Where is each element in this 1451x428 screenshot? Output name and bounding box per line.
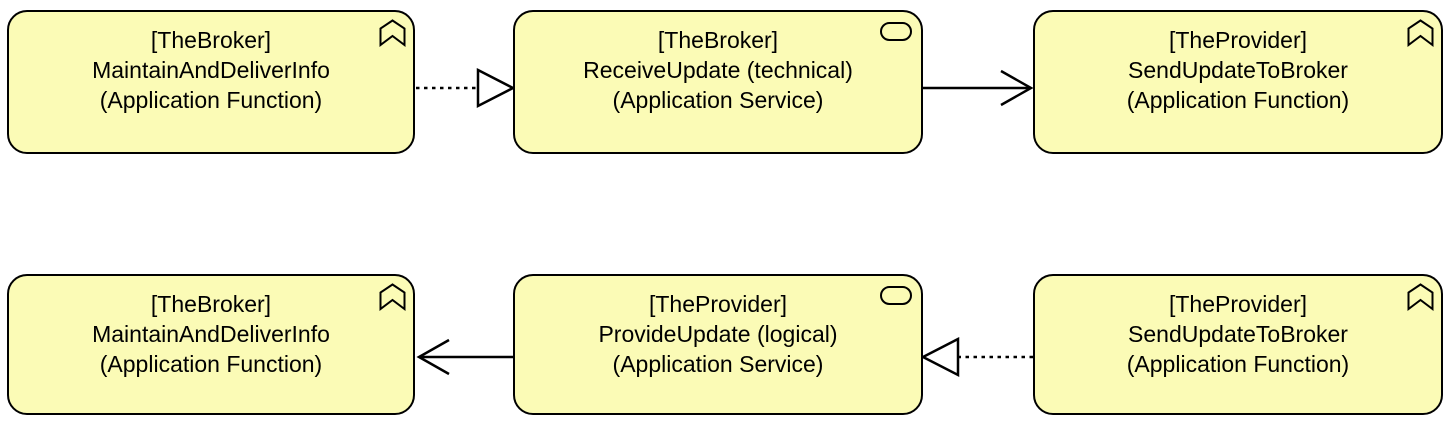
node-label-line: [TheProvider]: [1168, 27, 1308, 53]
application-service-icon: [878, 286, 912, 314]
node-label-line: (Application Service): [612, 351, 824, 377]
node-label-line: (Application Function): [99, 87, 323, 113]
node-label-line: MaintainAndDeliverInfo: [92, 57, 330, 83]
node-label-line: [TheProvider]: [1168, 291, 1308, 317]
node-maintain-and-deliver-info-bottom[interactable]: [TheBroker] MaintainAndDeliverInfo (Appl…: [7, 274, 415, 415]
node-label-line: ReceiveUpdate (technical): [583, 57, 853, 83]
realization-arrow-send-to-provide[interactable]: [920, 336, 1033, 378]
node-label-line: [TheBroker]: [150, 27, 272, 53]
node-label-line: (Application Function): [1126, 87, 1350, 113]
node-send-update-to-broker-top[interactable]: [TheProvider] SendUpdateToBroker (Applic…: [1033, 10, 1443, 154]
node-receive-update-technical[interactable]: [TheBroker] ReceiveUpdate (technical) (A…: [513, 10, 923, 154]
realization-arrow-maintain-to-receive[interactable]: [416, 67, 516, 109]
application-function-icon: [372, 19, 406, 47]
node-label-line: SendUpdateToBroker: [1128, 321, 1348, 347]
node-label-line: [TheProvider]: [648, 291, 788, 317]
node-label-line: (Application Function): [1126, 351, 1350, 377]
serving-arrow-provide-to-maintain[interactable]: [416, 338, 513, 376]
node-label-line: SendUpdateToBroker: [1128, 57, 1348, 83]
node-maintain-and-deliver-info-top[interactable]: [TheBroker] MaintainAndDeliverInfo (Appl…: [7, 10, 415, 154]
node-send-update-to-broker-bottom[interactable]: [TheProvider] SendUpdateToBroker (Applic…: [1033, 274, 1443, 415]
application-function-icon: [1400, 283, 1434, 311]
node-provide-update-logical[interactable]: [TheProvider] ProvideUpdate (logical) (A…: [513, 274, 923, 415]
node-label-line: ProvideUpdate (logical): [598, 321, 838, 347]
node-label-line: MaintainAndDeliverInfo: [92, 321, 330, 347]
node-label-line: (Application Function): [99, 351, 323, 377]
node-label-line: [TheBroker]: [150, 291, 272, 317]
application-service-icon: [878, 22, 912, 50]
application-function-icon: [1400, 19, 1434, 47]
node-label-line: (Application Service): [612, 87, 824, 113]
node-label-line: [TheBroker]: [657, 27, 779, 53]
serving-arrow-receive-to-send[interactable]: [923, 69, 1034, 107]
application-function-icon: [372, 283, 406, 311]
